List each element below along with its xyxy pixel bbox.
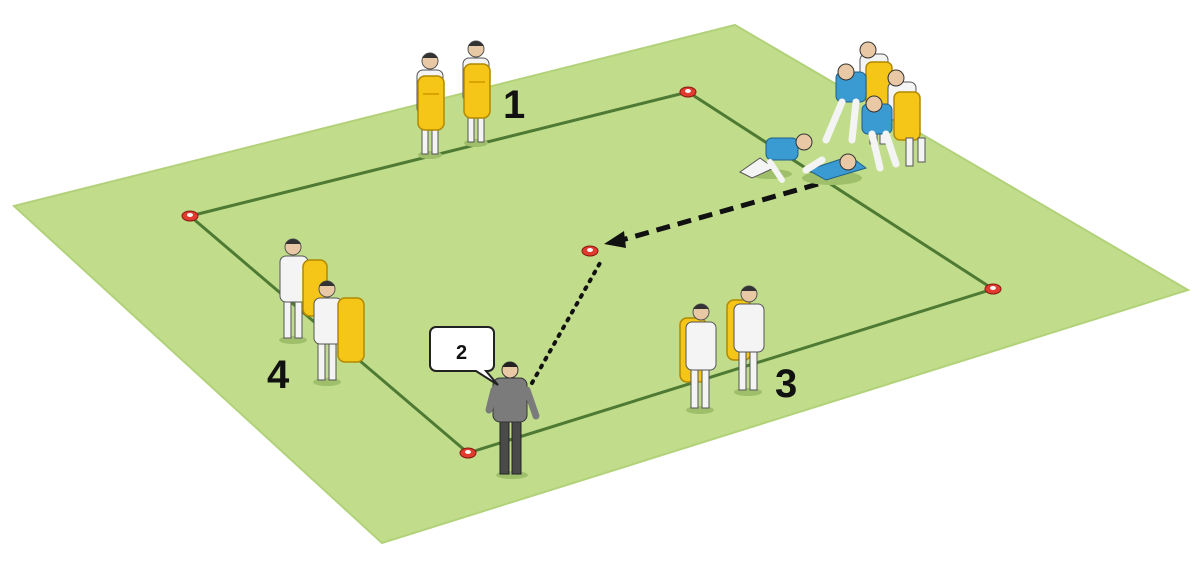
pitch: [11, 23, 1191, 545]
player-white: [887, 69, 926, 167]
player-blue: [861, 95, 900, 172]
speech-bubble-icon: [429, 326, 499, 386]
player: [313, 280, 365, 386]
tackle-bag: [463, 63, 491, 119]
group-3-bag-holders: [679, 285, 765, 414]
coach: [485, 361, 540, 479]
group-3-label: 3: [775, 362, 797, 406]
group-1-label: 1: [503, 83, 525, 127]
training-cone-icon: [679, 86, 697, 98]
training-cone-icon: [181, 210, 199, 222]
training-cone-icon: [581, 245, 599, 257]
run-path-icon: [604, 181, 819, 248]
group-4-bag-holders: [279, 238, 365, 386]
player: [679, 303, 717, 414]
player-blue: [822, 63, 867, 144]
player: [416, 52, 445, 159]
tackle-bag: [337, 297, 365, 363]
training-cone-icon: [459, 447, 477, 459]
ruck: [739, 41, 926, 185]
tackle-bag: [417, 75, 445, 131]
player: [726, 285, 765, 396]
group-4-label: 4: [267, 353, 290, 397]
player-on-ground: [802, 153, 868, 181]
training-cone-icon: [984, 283, 1002, 295]
cones: [181, 86, 1002, 459]
tackle-bag: [893, 91, 921, 141]
player: [462, 40, 491, 147]
group-2-label: 2: [456, 342, 467, 364]
group-1-bag-holders: [416, 40, 491, 159]
player-blue: [739, 133, 813, 183]
